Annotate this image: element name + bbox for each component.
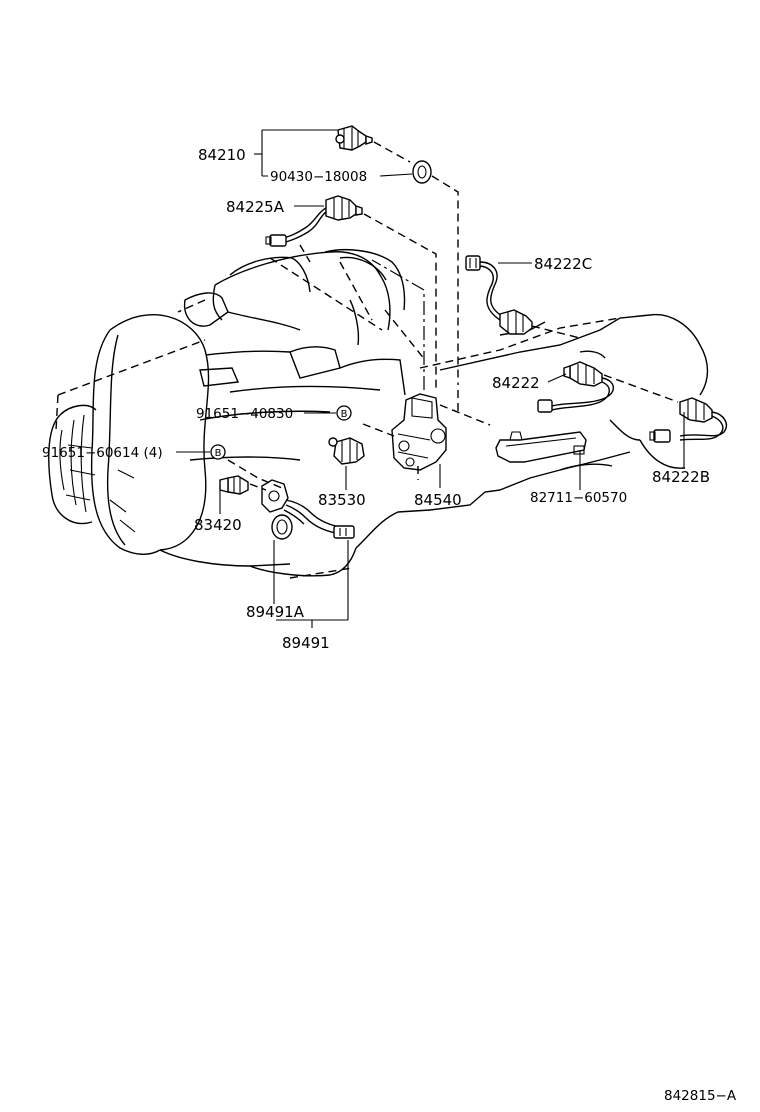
part-84540-switch [391,393,447,471]
figure-code: 842815−A [664,1088,737,1104]
part-83420-sensor [219,475,249,495]
label-84222: 84222 [492,374,540,392]
part-83530-switch [328,437,365,465]
bolt-badge-40830: B [336,405,352,421]
label-82711-60570: 82711−60570 [530,490,627,506]
part-82711-bracket [495,431,587,463]
label-89491: 89491 [282,634,330,652]
label-91651-60614: 91651−60614 (4) [42,445,163,461]
transmission-outline [48,244,709,579]
part-84222b-sensor [649,397,728,443]
label-83420: 83420 [194,516,242,534]
label-84210: 84210 [198,146,246,164]
bolt-badge-60614: B [210,444,226,460]
label-84540: 84540 [414,491,462,509]
badge-letter: B [215,448,222,459]
leader-lines [176,129,685,628]
part-90430-gasket [412,160,432,184]
label-84225a: 84225A [226,198,285,216]
part-84222c-sensor [465,255,533,335]
badge-letter: B [341,409,348,420]
label-89491a: 89491A [246,603,305,621]
part-84222-sensor [537,361,614,413]
label-83530: 83530 [318,491,366,509]
part-89491a-oring [271,514,293,540]
install-lines [227,141,679,491]
part-89491-sensor [261,479,355,539]
label-84222c: 84222C [534,255,592,273]
label-90430-18008: 90430−18008 [270,169,367,185]
part-84210-switch [335,125,373,151]
label-91651-40830: 91651−40830 [196,406,293,422]
part-84225a-sensor [265,195,363,247]
label-84222b: 84222B [652,468,710,486]
